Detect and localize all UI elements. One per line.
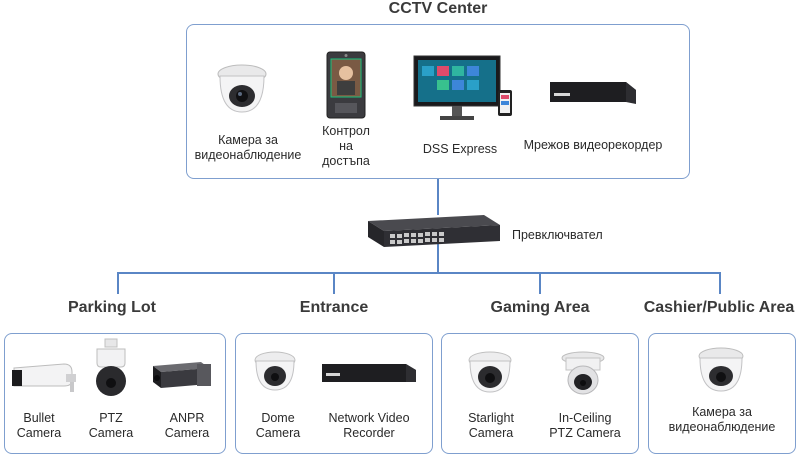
zone-box-entrance [235, 333, 433, 454]
cashier-camera-label-line1: Камера за [692, 405, 752, 419]
connector-switch-to-bus [437, 244, 439, 272]
in-ceiling-ptz-label-line1: In-Ceiling [558, 411, 612, 425]
anpr-camera-label-line1: ANPR [169, 411, 205, 425]
connector-drop-gaming [539, 272, 541, 294]
access-control-terminal-icon [326, 51, 366, 119]
starlight-camera-label: Starlight Camera [455, 411, 527, 441]
center-camera-label-line1: Камера за [218, 133, 278, 147]
ptz-camera-label: PTZ Camera [76, 411, 146, 441]
zone-box-gaming-area [441, 333, 639, 454]
in-ceiling-ptz-label-line2: PTZ Camera [549, 426, 621, 440]
access-control-label-line3: достъпа [322, 154, 370, 168]
connector-drop-parking [117, 272, 119, 294]
in-ceiling-ptz-camera-icon [561, 351, 605, 395]
network-switch-icon [368, 215, 500, 247]
access-control-label-line2: на [339, 139, 353, 153]
bullet-camera-label: Bullet Camera [4, 411, 74, 441]
connector-bus [117, 272, 721, 274]
bullet-camera-icon [12, 363, 76, 392]
entrance-dome-camera-label: Dome Camera [243, 411, 313, 441]
cashier-camera-label-line2: видеонаблюдение [668, 420, 776, 434]
switch-label: Превключвател [512, 228, 603, 242]
entrance-dome-camera-label-line2: Camera [255, 426, 301, 440]
entrance-nvr-label-line2: Recorder [343, 426, 395, 440]
dss-express-label: DSS Express [422, 142, 498, 156]
cashier-camera-label: Камера за видеонаблюдение [656, 405, 788, 435]
nvr-icon [322, 364, 416, 382]
connector-drop-cashier [719, 272, 721, 294]
bullet-camera-label-line2: Camera [16, 426, 62, 440]
anpr-camera-label: ANPR Camera [152, 411, 222, 441]
access-control-label-line1: Контрол [322, 124, 370, 138]
anpr-camera-label-line2: Camera [164, 426, 210, 440]
center-nvr-label: Мрежов видеорекордер [523, 138, 663, 152]
entrance-nvr-label: Network Video Recorder [314, 411, 424, 441]
entrance-dome-camera-label-line1: Dome [261, 411, 295, 425]
dome-camera-icon [698, 347, 744, 392]
monitor-phone-icon [413, 55, 512, 120]
nvr-icon [550, 82, 636, 104]
ptz-camera-label-line2: Camera [88, 426, 134, 440]
entrance-nvr-label-line1: Network Video [328, 411, 410, 425]
access-control-label: Контрол на достъпа [306, 124, 386, 169]
zone-title-entrance: Entrance [299, 299, 369, 316]
cctv-center-title: CCTV Center [388, 0, 488, 17]
connector-center-to-switch [437, 179, 439, 215]
connector-drop-entrance [333, 272, 335, 294]
ptz-camera-label-line1: PTZ [99, 411, 123, 425]
in-ceiling-ptz-label: In-Ceiling PTZ Camera [540, 411, 630, 441]
dome-camera-icon [217, 64, 267, 113]
zone-title-cashier-public-area: Cashier/Public Area [643, 299, 795, 316]
zone-title-parking-lot: Parking Lot [67, 299, 156, 316]
center-camera-label: Камера за видеонаблюдение [188, 133, 308, 163]
center-camera-label-line2: видеонаблюдение [194, 148, 302, 162]
starlight-camera-label-line1: Starlight [468, 411, 514, 425]
dome-camera-icon [254, 351, 296, 391]
starlight-camera-label-line2: Camera [468, 426, 514, 440]
zone-title-gaming-area: Gaming Area [490, 299, 590, 316]
starlight-dome-camera-icon [468, 351, 512, 393]
ptz-camera-icon [96, 338, 126, 396]
anpr-camera-icon [153, 362, 211, 388]
bullet-camera-label-line1: Bullet [23, 411, 55, 425]
